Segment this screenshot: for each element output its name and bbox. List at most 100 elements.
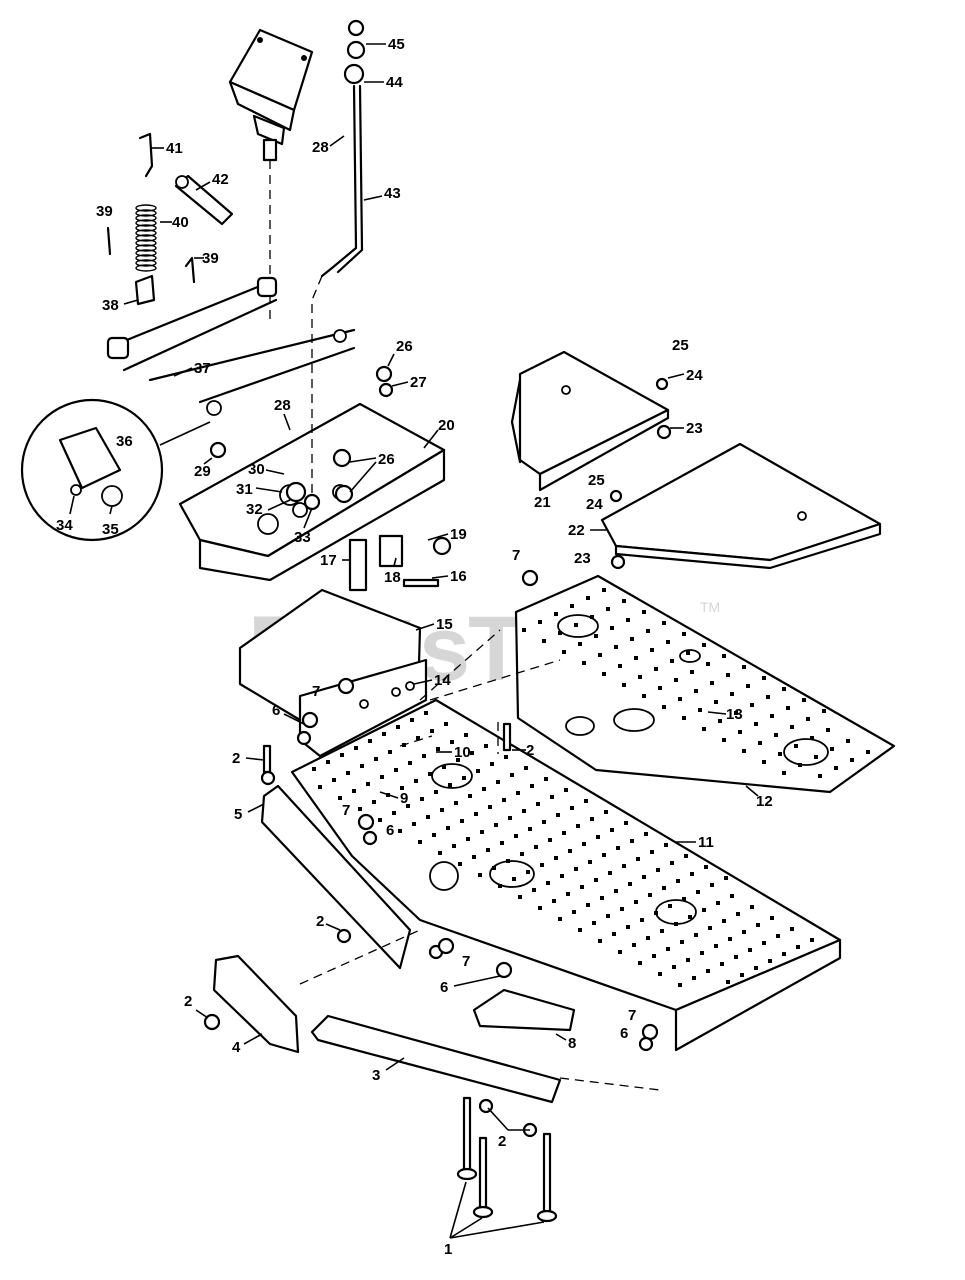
deck-hole [722,654,726,658]
deck-hole [530,784,534,788]
deck-hole [414,779,418,783]
deck-hole [572,910,576,914]
long-bracket [310,1014,562,1104]
deck-hole [410,718,414,722]
deck-hole [486,848,490,852]
deck-hole [602,853,606,857]
callout-11: 11 [698,834,714,851]
callout-1: 1 [444,1241,452,1258]
deck-hole [494,823,498,827]
deck-hole [686,651,690,655]
deck-hole [550,795,554,799]
callout-4: 4 [232,1039,241,1056]
deck-hole [770,714,774,718]
lower-side-panel [600,442,882,570]
deck-hole [318,785,322,789]
callout-6-center: 6 [440,979,448,996]
deck-hole [536,802,540,806]
deck-hole [518,895,522,899]
callout-39-left: 39 [96,203,113,220]
deck-hole [642,875,646,879]
deck-hole [626,925,630,929]
deck-hole [506,859,510,863]
deck-hole [866,750,870,754]
deck-hole [734,955,738,959]
callout-14: 14 [434,672,451,689]
deck-hole [552,899,556,903]
deck-hole [440,808,444,812]
deck-hole [412,822,416,826]
deck-hole [472,855,476,859]
deck-hole [690,872,694,876]
deck-hole [728,937,732,941]
deck-hole [400,786,404,790]
deck-hole [646,629,650,633]
deck-hole [482,787,486,791]
callout-40: 40 [172,214,189,231]
deck-hole [570,604,574,608]
callout-34: 34 [56,517,73,534]
deck-hole [794,744,798,748]
deck-hole [464,733,468,737]
deck-hole [332,778,336,782]
deck-hole [614,645,618,649]
deck-hole [522,809,526,813]
deck-hole [558,917,562,921]
deck-hole [520,852,524,856]
deck-hole [636,857,640,861]
deck-hole [758,741,762,745]
deck-hole [436,747,440,751]
deck-hole [586,596,590,600]
deck-hole [588,860,592,864]
deck-hole [674,678,678,682]
deck-hole [498,884,502,888]
deck-hole [538,620,542,624]
deck-hole [594,634,598,638]
deck-hole [658,972,662,976]
callouts: 45 44 28 43 41 42 40 39 39 38 37 36 34 [56,36,773,1258]
deck-hole [670,861,674,865]
deck-hole [654,911,658,915]
deck-hole [566,892,570,896]
callout-8: 8 [568,1035,576,1052]
deck-hole [450,740,454,744]
deck-hole [580,885,584,889]
deck-hole [644,832,648,836]
seat-support-bracket [238,588,428,758]
callout-2-bottom: 2 [498,1133,506,1150]
deck-hole [654,667,658,671]
deck-hole [474,812,478,816]
deck-hole [610,828,614,832]
deck-hole [352,789,356,793]
deck-hole [590,817,594,821]
deck-hole [408,761,412,765]
callout-2-right: 2 [526,742,534,759]
deck-hole [650,648,654,652]
deck-hole [346,771,350,775]
spring [135,204,157,272]
deck-hole [706,969,710,973]
deck-hole [748,948,752,952]
deck-hole [646,936,650,940]
deck-hole [762,760,766,764]
deck-hole [730,894,734,898]
deck-hole [488,805,492,809]
deck-hole [380,775,384,779]
deck-hole [522,628,526,632]
callout-12: 12 [756,793,773,810]
deck-hole [426,815,430,819]
deck-hole [594,878,598,882]
callout-17: 17 [320,552,337,569]
deck-hole [378,818,382,822]
deck-hole [618,950,622,954]
deck-hole [700,951,704,955]
deck-hole [770,916,774,920]
deck-hole [508,816,512,820]
deck-hole [418,840,422,844]
callout-21: 21 [534,494,551,511]
callout-5: 5 [234,806,242,823]
deck-hole [810,736,814,740]
deck-hole [578,928,582,932]
callout-41: 41 [166,140,183,157]
deck-hole [598,653,602,657]
